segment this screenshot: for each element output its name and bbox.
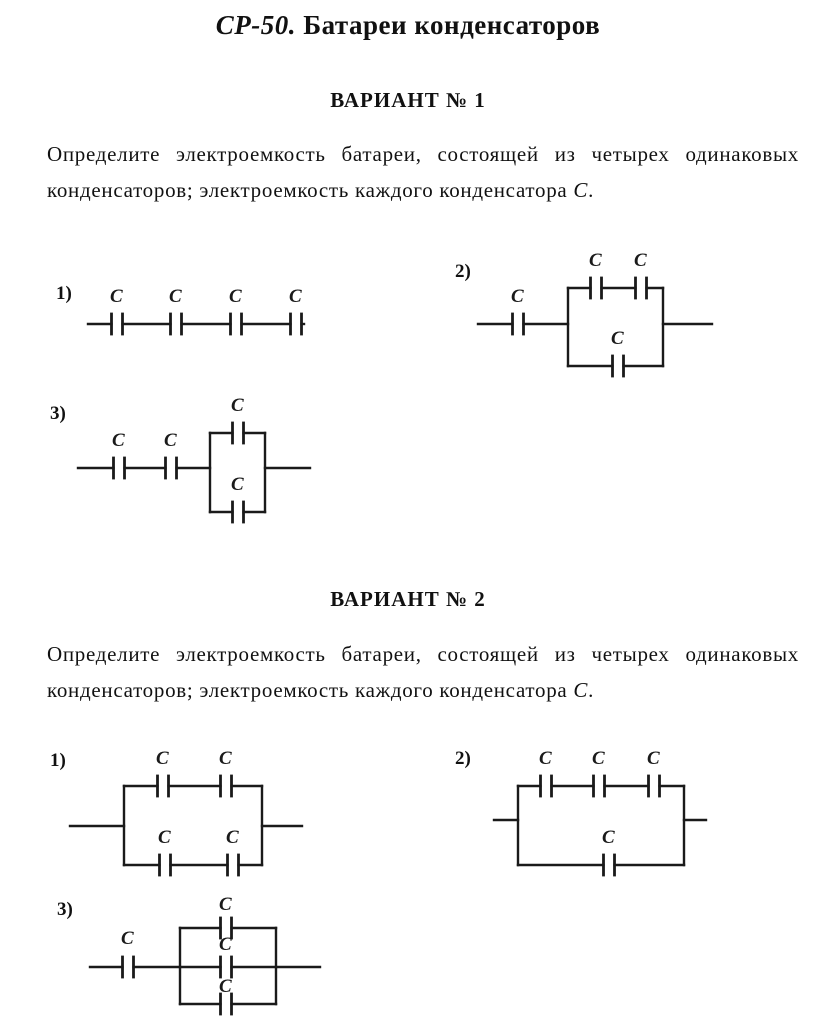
variant-1-task-text: Определите электроемкость батареи, состо… <box>47 142 799 202</box>
capacitor-label: C <box>511 286 524 307</box>
capacitor-label: C <box>539 748 552 769</box>
capacitor-label: C <box>156 748 169 769</box>
variant-2-task: Определите электроемкость батареи, состо… <box>47 636 799 708</box>
title-number: СР-50. <box>215 10 297 40</box>
variant-1-task: Определите электроемкость батареи, состо… <box>47 136 799 208</box>
v1-circuit-1-label: 1) <box>56 283 72 304</box>
title-text: Батареи конденсаторов <box>303 10 601 40</box>
capacitor-label: C <box>231 474 244 495</box>
v1-circuit-3-label: 3) <box>50 403 66 424</box>
v2-circuit-2-label: 2) <box>455 748 471 769</box>
capacitor-label: C <box>110 286 123 307</box>
variant-2-task-symbol: C <box>573 678 589 702</box>
capacitor-label: C <box>289 286 302 307</box>
capacitor-label: C <box>158 827 171 848</box>
capacitor-label: C <box>164 430 177 451</box>
capacitor-label: C <box>229 286 242 307</box>
v2-circuit-3-label: 3) <box>57 899 73 920</box>
variant-2-task-end: . <box>588 678 595 702</box>
capacitor-label: C <box>219 894 232 915</box>
capacitor-label: C <box>231 395 244 416</box>
capacitor-label: C <box>592 748 605 769</box>
capacitor-label: C <box>611 328 624 349</box>
capacitor-label: C <box>602 827 615 848</box>
capacitor-label: C <box>226 827 239 848</box>
variant-2-heading: ВАРИАНТ № 2 <box>330 587 486 611</box>
capacitor-label: C <box>219 976 232 997</box>
page-title: СР-50. Батареи конденсаторов <box>0 10 816 41</box>
capacitor-label: C <box>112 430 125 451</box>
v2-circuit-1-label: 1) <box>50 750 66 771</box>
variant-1-task-symbol: C <box>573 178 589 202</box>
capacitor-label: C <box>647 748 660 769</box>
capacitor-label: C <box>589 250 602 271</box>
variant-2-task-text: Определите электроемкость батареи, состо… <box>47 642 799 702</box>
capacitor-label: C <box>219 934 232 955</box>
variant-1-heading: ВАРИАНТ № 1 <box>330 88 486 112</box>
variant-1-task-end: . <box>588 178 595 202</box>
capacitor-label: C <box>169 286 182 307</box>
capacitor-label: C <box>634 250 647 271</box>
v1-circuit-2-label: 2) <box>455 261 471 282</box>
capacitor-label: C <box>121 928 134 949</box>
capacitor-label: C <box>219 748 232 769</box>
